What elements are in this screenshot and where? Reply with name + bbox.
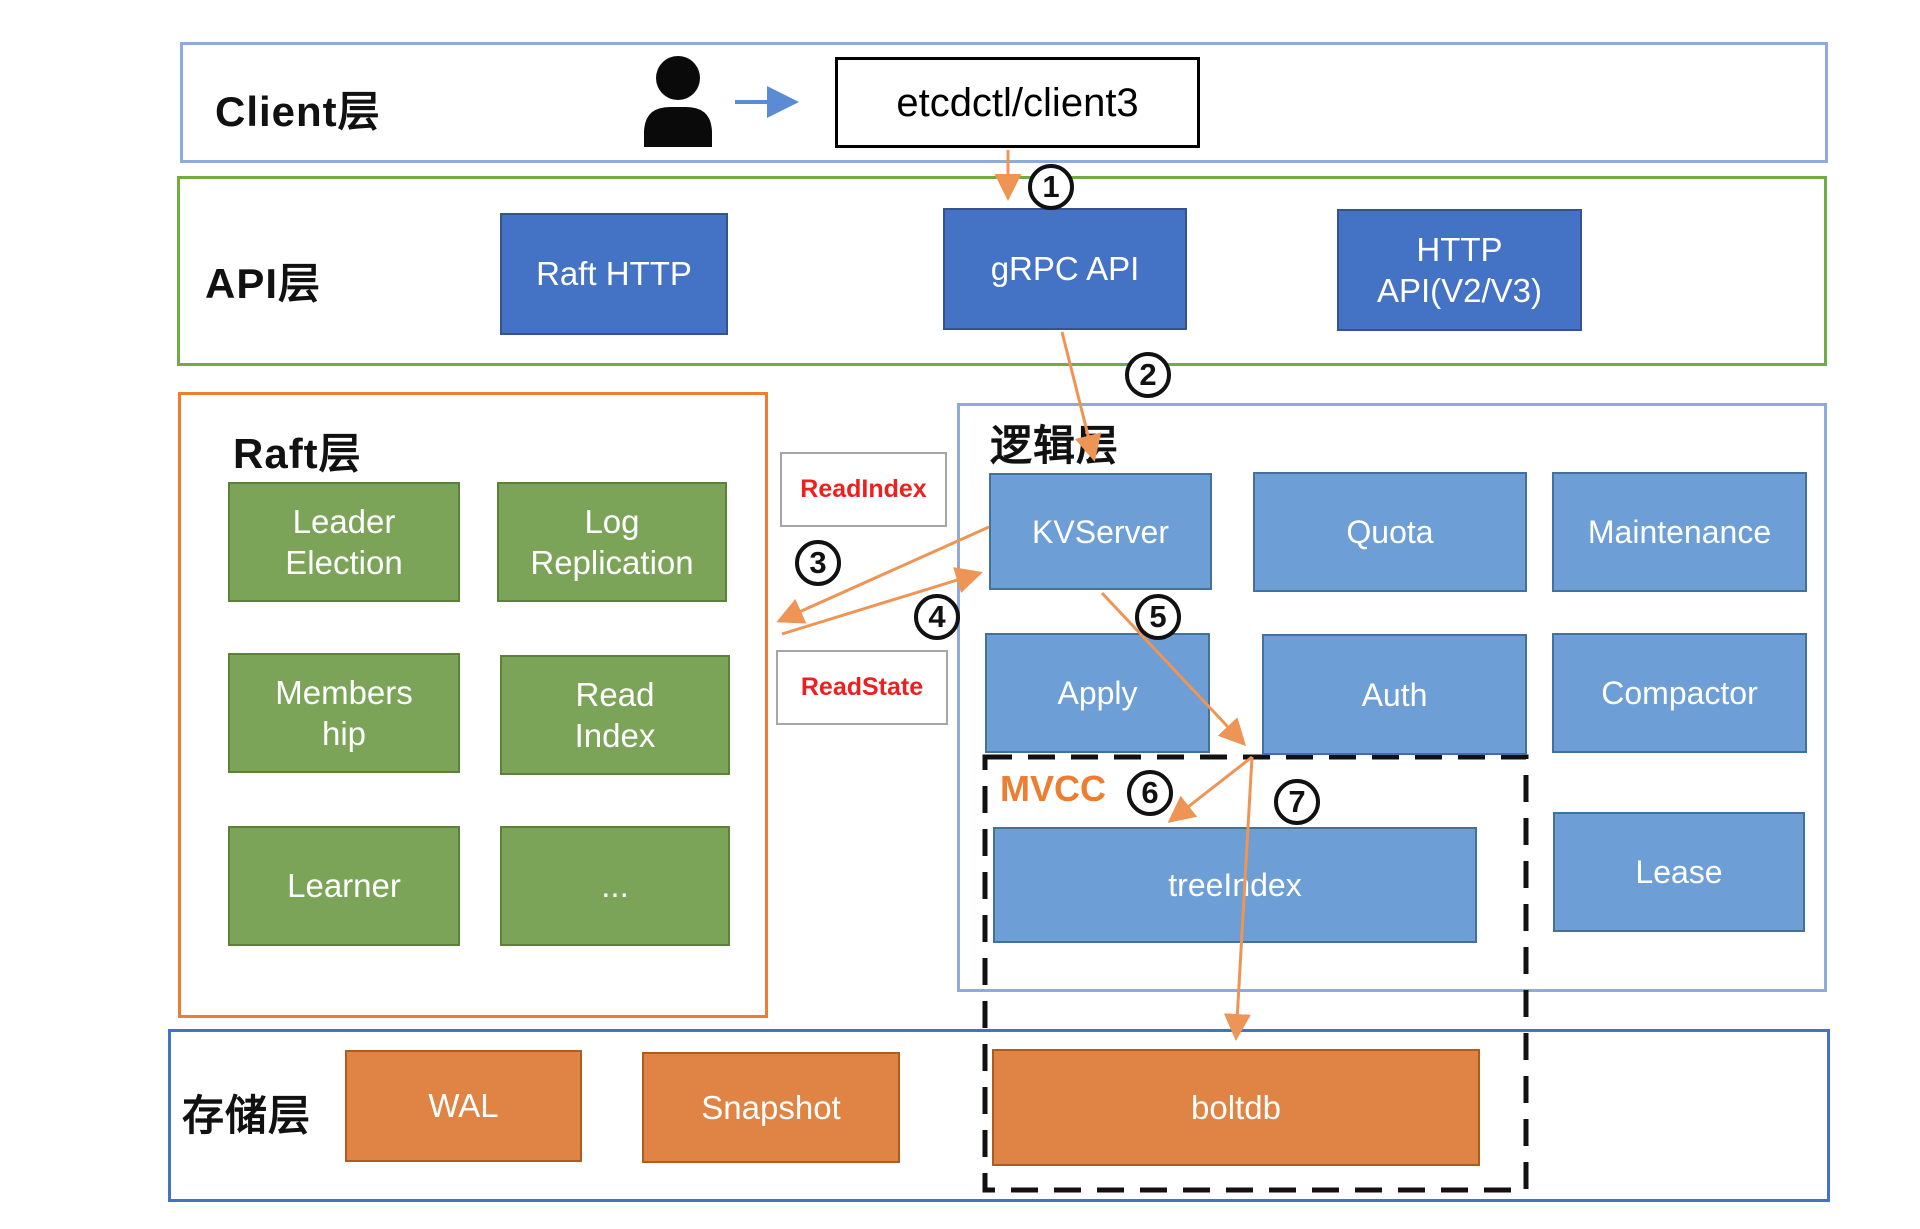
storage-layer-label: 存储层 [182, 1092, 312, 1139]
log-replication-box: Log Replication [497, 482, 727, 602]
snapshot-box: Snapshot [642, 1052, 900, 1163]
treeindex-box: treeIndex [993, 827, 1477, 943]
step-circle-6: 6 [1127, 770, 1173, 816]
mvcc-label: MVCC [1000, 768, 1106, 809]
client-layer-box [180, 42, 1828, 163]
client-layer-label: Client层 [215, 88, 381, 135]
read-index-green-box: Read Index [500, 655, 730, 775]
compactor-box: Compactor [1552, 633, 1807, 753]
boltdb-box: boltdb [992, 1049, 1480, 1166]
etcdctl-client3-box: etcdctl/client3 [835, 57, 1200, 148]
step-circle-5: 5 [1135, 594, 1181, 640]
apply-box: Apply [985, 633, 1210, 753]
http-api-box: HTTP API(V2/V3) [1337, 209, 1582, 331]
api-layer-label: API层 [205, 260, 322, 307]
membership-box: Members hip [228, 653, 460, 773]
raft-more-box: ... [500, 826, 730, 946]
user-person-icon [644, 56, 712, 147]
learner-box: Learner [228, 826, 460, 946]
readstate-label-box: ReadState [776, 650, 948, 725]
step-circle-1: 1 [1028, 164, 1074, 210]
step-circle-4: 4 [914, 594, 960, 640]
logic-layer-label: 逻辑层 [990, 422, 1120, 469]
raft-layer-label: Raft层 [233, 430, 362, 477]
step-circle-2: 2 [1125, 352, 1171, 398]
grpc-api-box: gRPC API [943, 208, 1187, 330]
raft-layer-box [178, 392, 768, 1018]
step-circle-7: 7 [1274, 779, 1320, 825]
leader-election-box: Leader Election [228, 482, 460, 602]
kvserver-box: KVServer [989, 473, 1212, 590]
wal-box: WAL [345, 1050, 582, 1162]
step-circle-3: 3 [795, 540, 841, 586]
raft-http-box: Raft HTTP [500, 213, 728, 335]
lease-box: Lease [1553, 812, 1805, 932]
auth-box: Auth [1262, 634, 1527, 755]
maintenance-box: Maintenance [1552, 472, 1807, 592]
quota-box: Quota [1253, 472, 1527, 592]
readindex-label-box: ReadIndex [780, 452, 947, 527]
